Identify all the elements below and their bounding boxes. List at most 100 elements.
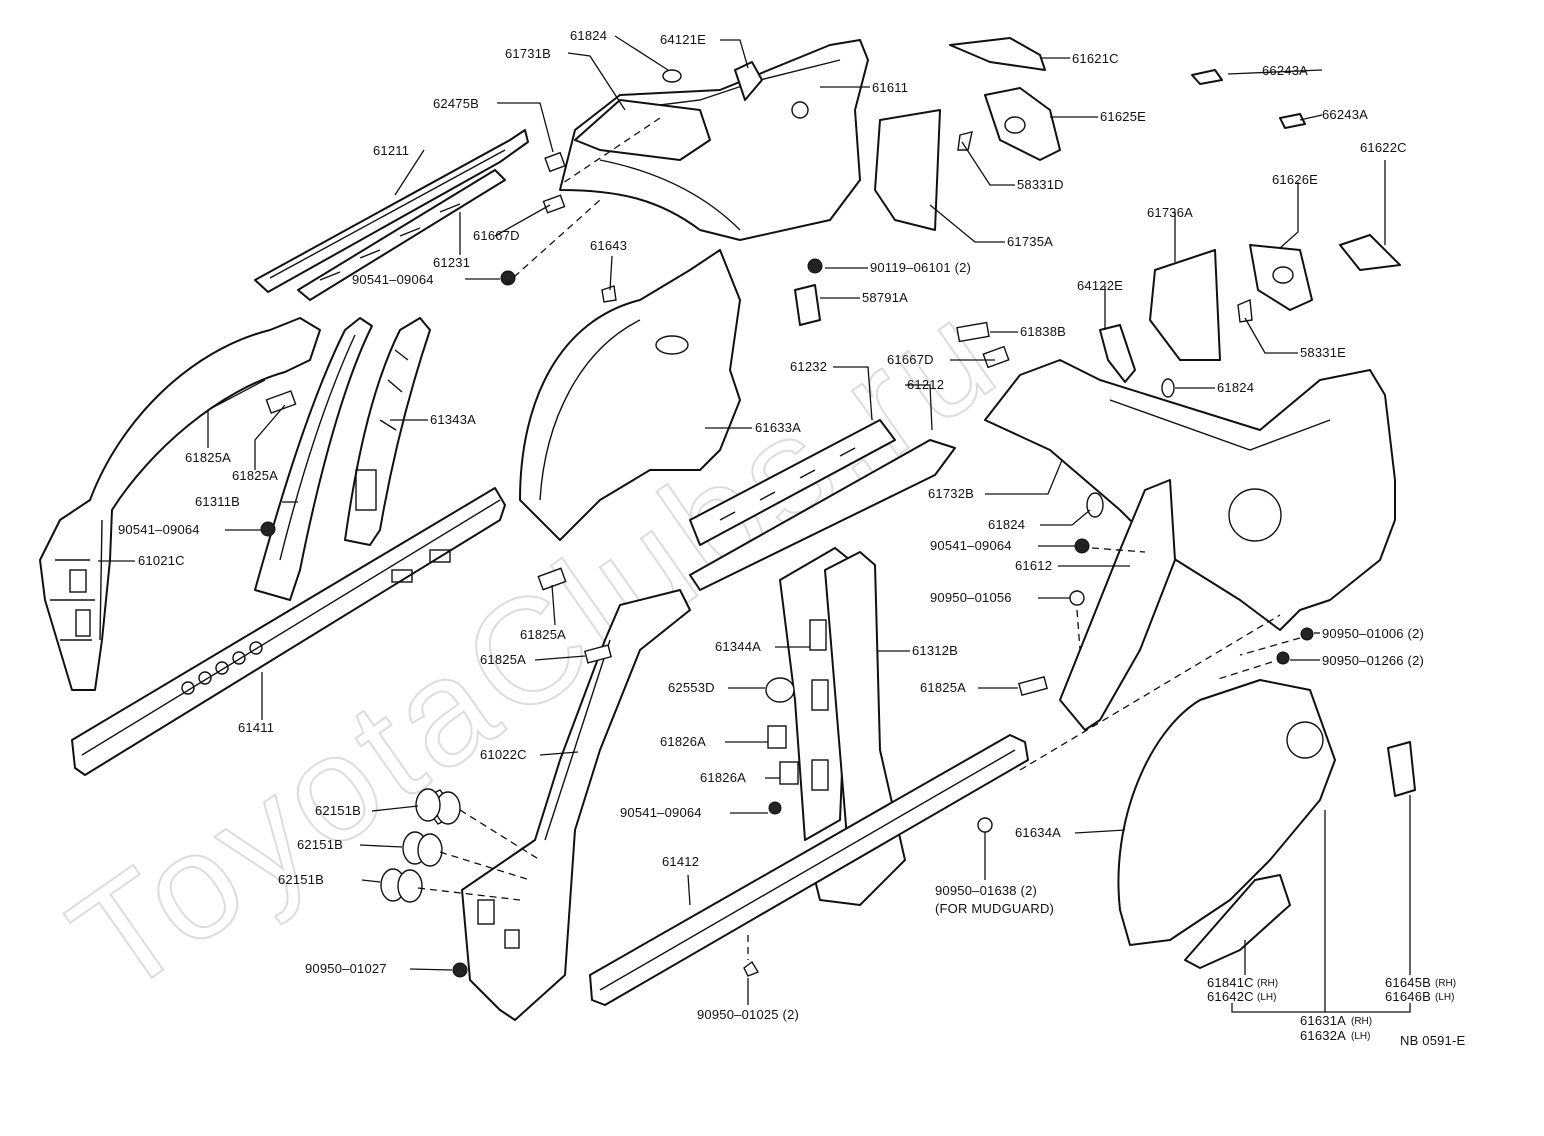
- label-rh-mark: (RH): [1351, 1016, 1372, 1027]
- label-61231: 61231: [433, 255, 470, 270]
- label-61735A: 61735A: [1007, 234, 1053, 249]
- label-61731B: 61731B: [505, 46, 551, 61]
- part-61231-roof-rail-inner: [297, 169, 506, 301]
- label-61412: 61412: [662, 854, 699, 869]
- label-61626E: 61626E: [1272, 172, 1318, 187]
- label-90950-01006: 90950–01006 (2): [1322, 626, 1424, 641]
- pad-61667D-a: [542, 194, 566, 214]
- label-61824: 61824: [570, 28, 607, 43]
- label-62151B: 62151B: [315, 803, 361, 818]
- label-61667D: 61667D: [887, 352, 934, 367]
- label-90950-01027: 90950–01027: [305, 961, 387, 976]
- label-90950-01638: 90950–01638 (2): [935, 883, 1037, 898]
- label-90950-01056: 90950–01056: [930, 590, 1012, 605]
- clip-90541-c: [1074, 538, 1090, 554]
- label-90541-09064: 90541–09064: [352, 272, 434, 287]
- part-61611-quarter-upper: [559, 39, 869, 241]
- part-61841C-extension: [1184, 874, 1291, 969]
- label-61621C: 61621C: [1072, 51, 1119, 66]
- dash-line: [459, 809, 541, 861]
- plug-61824-a: [662, 69, 682, 83]
- pad-62151B-c: [380, 868, 423, 903]
- label-rh-mark: (RH): [1435, 978, 1456, 989]
- clip-90541-a: [500, 270, 516, 286]
- label-90950-01025: 90950–01025 (2): [697, 1007, 799, 1022]
- part-64122E: [1099, 324, 1136, 383]
- part-61021C-front-pillar: [39, 317, 321, 691]
- part-61212-roof-rail-inner: [689, 439, 956, 591]
- label-61646B: 61646B: [1385, 989, 1431, 1004]
- callout-labels: 61824 64121E 61731B 61611 62475B 61211 6…: [118, 28, 1465, 1048]
- label-61824: 61824: [988, 517, 1025, 532]
- label-61642C: 61642C: [1207, 989, 1254, 1004]
- label-61631A: 61631A: [1300, 1013, 1346, 1028]
- label-61838B: 61838B: [1020, 324, 1066, 339]
- label-64121E: 64121E: [660, 32, 706, 47]
- pad-61825A-d: [583, 644, 613, 664]
- clip-90950-01027: [452, 962, 468, 978]
- pad-61826A-a: [767, 725, 787, 749]
- label-rh-mark: (RH): [1257, 978, 1278, 989]
- pad-62151B-a: [415, 788, 461, 825]
- label-61312B: 61312B: [912, 643, 958, 658]
- part-66243A-b: [1279, 113, 1306, 129]
- bolt-90119: [807, 258, 823, 274]
- label-61645B: 61645B: [1385, 975, 1431, 990]
- clip-90950-01025: [743, 960, 760, 977]
- part-61736A: [1149, 249, 1221, 361]
- part-61343A-pillar-reinforce: [344, 317, 431, 546]
- clip-61643: [601, 285, 617, 303]
- label-61824: 61824: [1217, 380, 1254, 395]
- part-61633A-wheelhouse: [519, 249, 741, 541]
- part-61211-roof-rail: [254, 129, 529, 293]
- dash-line: [1019, 614, 1281, 771]
- dash-line: [417, 887, 521, 901]
- label-58331E: 58331E: [1300, 345, 1346, 360]
- label-61667D: 61667D: [473, 228, 520, 243]
- label-61643: 61643: [590, 238, 627, 253]
- label-61633A: 61633A: [755, 420, 801, 435]
- part-61311B-pillar: [254, 317, 373, 601]
- label-61232: 61232: [790, 359, 827, 374]
- label-61632A: 61632A: [1300, 1028, 1346, 1043]
- plug-61824-c: [1086, 492, 1104, 518]
- part-64121E: [734, 61, 763, 101]
- part-66243A-a: [1191, 69, 1223, 85]
- label-61841C: 61841C: [1207, 975, 1254, 990]
- pad-61825A-e: [1018, 675, 1048, 697]
- label-61622C: 61622C: [1360, 140, 1407, 155]
- label-61344A: 61344A: [715, 639, 761, 654]
- label-61311B: 61311B: [195, 494, 240, 509]
- label-66243A: 66243A: [1322, 107, 1368, 122]
- label-66243A: 66243A: [1262, 63, 1308, 78]
- clip-58331E: [1237, 298, 1253, 323]
- pad-62151B-b: [402, 831, 443, 867]
- clip-90950-01638: [977, 817, 993, 833]
- pad-62553D: [765, 677, 795, 703]
- clip-90541-d: [768, 801, 782, 815]
- label-61612: 61612: [1015, 558, 1052, 573]
- label-90541-09064: 90541–09064: [930, 538, 1012, 553]
- label-61611: 61611: [872, 80, 908, 95]
- label-61826A: 61826A: [700, 770, 746, 785]
- label-61732B: 61732B: [928, 486, 974, 501]
- label-61021C: 61021C: [138, 553, 185, 568]
- label-58331D: 58331D: [1017, 177, 1064, 192]
- label-lh-mark: (LH): [1351, 1031, 1370, 1042]
- part-61731B: [574, 99, 711, 161]
- part-61232-roof-rail: [689, 419, 896, 546]
- label-61825A: 61825A: [920, 680, 966, 695]
- label-61634A: 61634A: [1015, 825, 1061, 840]
- dash-line: [1239, 637, 1301, 656]
- label-90541-09064: 90541–09064: [118, 522, 200, 537]
- pad-61838B: [956, 321, 990, 343]
- label-61211: 61211: [373, 143, 409, 158]
- clip-90950-01006: [1300, 627, 1314, 641]
- clip-90950-01056: [1069, 590, 1085, 606]
- pad-62475B: [544, 151, 566, 173]
- clip-90950-01266: [1276, 651, 1290, 665]
- label-62151B: 62151B: [297, 837, 343, 852]
- pad-61825A-a: [265, 390, 297, 414]
- label-lh-mark: (LH): [1257, 992, 1276, 1003]
